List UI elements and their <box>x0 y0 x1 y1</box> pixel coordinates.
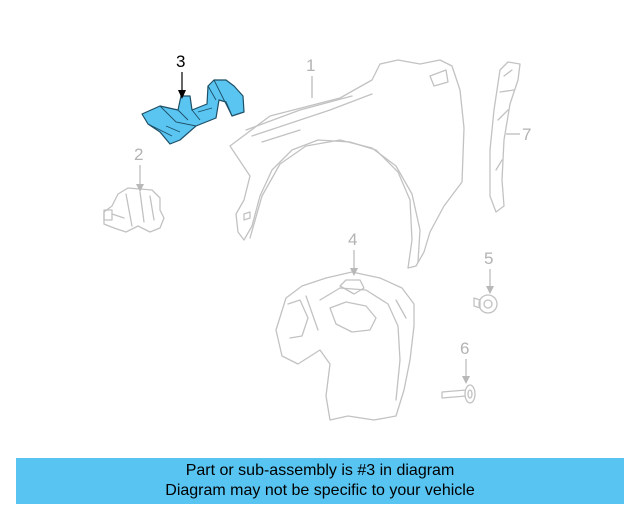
banner-line-1: Part or sub-assembly is #3 in diagram <box>185 462 455 479</box>
callout-7: 7 <box>522 125 531 144</box>
callout-4: 4 <box>348 230 357 249</box>
arrow-5-icon <box>486 286 494 294</box>
callout-3: 3 <box>176 52 185 71</box>
info-banner: Part or sub-assembly is #3 in diagram Di… <box>16 458 624 504</box>
banner-line-2: Diagram may not be specific to your vehi… <box>165 482 475 499</box>
extension-part-7[interactable] <box>489 61 521 213</box>
wheel-liner-part-4[interactable] <box>275 271 415 421</box>
bolt-part-6[interactable] <box>441 384 476 404</box>
callout-6: 6 <box>460 339 469 358</box>
fender-part-1[interactable] <box>229 59 465 269</box>
arrow-6-icon <box>462 376 470 384</box>
highlighted-part-3[interactable] <box>141 79 245 145</box>
clip-part-5[interactable] <box>473 294 498 314</box>
parts-diagram: 3 1 2 7 4 5 <box>103 52 531 421</box>
arrow-3-icon <box>178 90 186 99</box>
callout-1: 1 <box>306 56 315 75</box>
callout-2: 2 <box>134 145 143 164</box>
arrow-4-icon <box>350 268 358 276</box>
callout-5: 5 <box>484 249 493 268</box>
bracket-part-2[interactable] <box>103 187 165 233</box>
arrow-2-icon <box>136 184 144 192</box>
